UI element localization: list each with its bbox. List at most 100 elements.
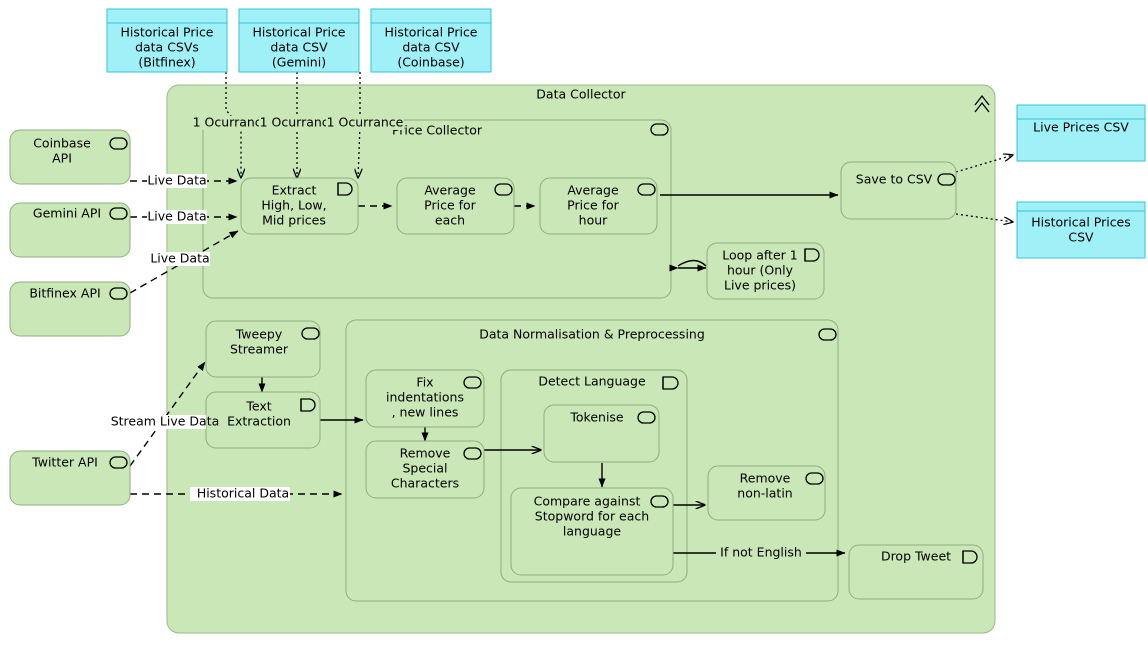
node-label: Mid prices xyxy=(262,213,326,228)
svg-text:1 Ocurrance: 1 Ocurrance xyxy=(193,115,270,130)
node-label: Twitter API xyxy=(31,455,98,470)
artifact-label: CSV xyxy=(1068,230,1094,245)
node-label: Remove xyxy=(740,471,791,486)
node-label: non-latin xyxy=(737,486,792,501)
node-label: Extraction xyxy=(227,414,291,429)
function-icon xyxy=(109,456,128,469)
svg-text:Live Data: Live Data xyxy=(150,251,209,266)
node-text-extraction[interactable]: Text Extraction xyxy=(205,391,321,449)
artifact-historical-prices-csv[interactable]: Historical Prices CSV xyxy=(1016,201,1146,259)
node-label: Loop after 1 xyxy=(722,248,797,263)
group-data-normalisation-title: Data Normalisation & Preprocessing xyxy=(479,327,705,342)
process-icon xyxy=(662,376,679,390)
node-save-to-csv[interactable]: Save to CSV xyxy=(840,161,957,220)
artifact-label: Live Prices CSV xyxy=(1033,120,1129,135)
node-label: Tweepy xyxy=(235,327,283,342)
function-icon xyxy=(109,287,128,300)
node-label: Streamer xyxy=(230,342,289,357)
artifact-label: Historical Price xyxy=(120,25,213,40)
svg-text:1 Ocurrance: 1 Ocurrance xyxy=(260,115,337,130)
group-price-collector-title: Price Collector xyxy=(392,123,483,138)
node-label: each xyxy=(435,213,465,228)
process-icon xyxy=(300,398,316,412)
node-label: Stopword for each xyxy=(535,509,649,524)
group-data-collector-title: Data Collector xyxy=(536,87,626,102)
artifact-label: Historical Price xyxy=(252,25,345,40)
node-remove-non-latin[interactable]: Remove non-latin xyxy=(707,465,826,521)
function-icon xyxy=(650,495,669,508)
artifact-live-prices-csv[interactable]: Live Prices CSV xyxy=(1016,104,1146,162)
svg-text:Live Data: Live Data xyxy=(147,209,206,224)
double-chevron-up-icon xyxy=(974,94,990,113)
node-label: Remove xyxy=(400,446,451,461)
node-label: Price for xyxy=(567,198,620,213)
node-coinbase-api[interactable]: Coinbase API xyxy=(9,129,131,185)
node-average-price-hour[interactable]: Average Price for hour xyxy=(539,177,658,235)
svg-text:1 Ocurrance: 1 Ocurrance xyxy=(327,115,404,130)
node-label: indentations xyxy=(386,390,464,405)
edge-label-occurrance-1: 1 Ocurrance xyxy=(192,115,270,130)
function-icon xyxy=(650,123,669,136)
node-label: Special xyxy=(402,461,447,476)
edge-label-live-data-coinbase: Live Data xyxy=(147,173,207,188)
process-icon xyxy=(962,550,978,564)
node-label: Live prices) xyxy=(724,278,796,293)
function-icon xyxy=(818,328,837,341)
node-tweepy-streamer[interactable]: Tweepy Streamer xyxy=(205,320,321,378)
artifact-label: data CSV xyxy=(270,40,328,55)
conn-twitter-api-to-tweepy xyxy=(129,361,206,467)
node-fix-indentations[interactable]: Fix indentations , new lines xyxy=(365,369,485,428)
edge-label-if-not-english: If not English xyxy=(716,545,806,560)
function-icon xyxy=(637,183,656,196)
function-icon xyxy=(637,411,656,424)
process-icon xyxy=(804,248,820,262)
artifact-label: Historical Price xyxy=(384,25,477,40)
node-label: Characters xyxy=(391,476,459,491)
node-label: High, Low, xyxy=(261,198,326,213)
artifact-label: (Bitfinex) xyxy=(138,55,195,70)
node-label: Tokenise xyxy=(569,410,624,425)
svg-text:Historical Data: Historical Data xyxy=(197,486,289,501)
edge-label-occurrance-3: 1 Ocurrance xyxy=(326,115,404,130)
artifact-csv-bitfinex[interactable]: Historical Price data CSVs (Bitfinex) xyxy=(106,8,228,73)
node-gemini-api[interactable]: Gemini API xyxy=(9,202,131,258)
edge-label-live-data-gemini: Live Data xyxy=(147,209,207,224)
function-icon xyxy=(109,137,128,150)
function-icon xyxy=(109,207,128,220)
node-label: Price for xyxy=(424,198,477,213)
function-icon xyxy=(805,472,824,485)
node-label: Coinbase xyxy=(33,136,91,151)
svg-text:Stream Live Data: Stream Live Data xyxy=(111,414,220,429)
node-label: Compare against xyxy=(534,494,641,509)
node-label: , new lines xyxy=(392,405,459,420)
edge-label-historical-data: Historical Data xyxy=(190,486,290,501)
function-icon xyxy=(937,173,956,186)
node-label: language xyxy=(563,524,622,539)
node-label: Gemini API xyxy=(33,206,101,221)
node-label: Extract xyxy=(272,183,317,198)
node-average-price-each[interactable]: Average Price for each xyxy=(396,177,515,235)
node-compare-stopword[interactable]: Compare against Stopword for each langua… xyxy=(510,487,674,576)
artifact-label: (Gemini) xyxy=(272,55,326,70)
node-remove-special-characters[interactable]: Remove Special Characters xyxy=(365,440,485,499)
svg-text:If not English: If not English xyxy=(720,545,802,560)
edge-label-stream-live-data: Stream Live Data xyxy=(111,414,220,429)
function-icon xyxy=(301,327,320,340)
group-detect-language-title: Detect Language xyxy=(538,374,646,389)
artifact-label: Historical Prices xyxy=(1031,215,1131,230)
node-drop-tweet[interactable]: Drop Tweet xyxy=(848,544,984,600)
artifact-label: data CSV xyxy=(402,40,460,55)
node-label: Average xyxy=(424,183,476,198)
node-twitter-api[interactable]: Twitter API xyxy=(9,450,131,506)
conn-loop-curve xyxy=(677,259,707,267)
function-icon xyxy=(463,376,482,389)
node-bitfinex-api[interactable]: Bitfinex API xyxy=(9,281,131,337)
node-tokenise[interactable]: Tokenise xyxy=(543,404,660,463)
function-icon xyxy=(463,447,482,460)
node-extract[interactable]: Extract High, Low, Mid prices xyxy=(240,177,359,235)
node-label: hour xyxy=(579,213,608,228)
node-loop-after-hour[interactable]: Loop after 1 hour (Only Live prices) xyxy=(706,242,825,300)
artifact-csv-coinbase[interactable]: Historical Price data CSV (Coinbase) xyxy=(370,8,492,73)
artifact-csv-gemini[interactable]: Historical Price data CSV (Gemini) xyxy=(238,8,360,73)
